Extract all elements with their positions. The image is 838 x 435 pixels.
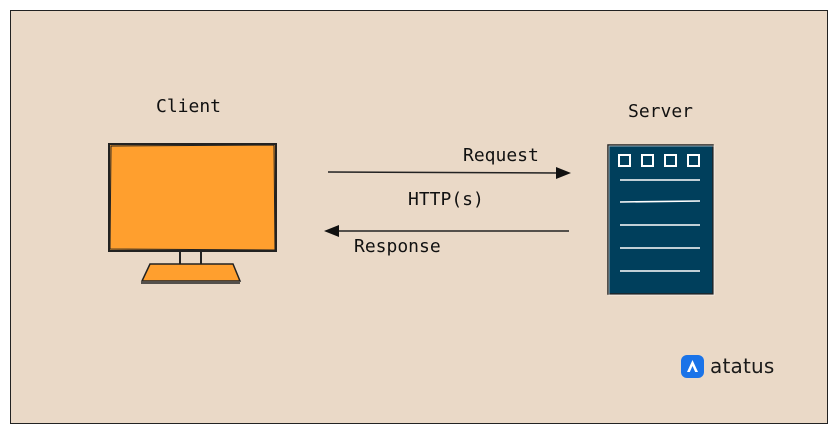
response-label: Response: [354, 236, 441, 257]
server-label: Server: [628, 101, 694, 122]
monitor-icon: [108, 143, 277, 284]
server-icon: [607, 144, 715, 296]
response-arrow: [324, 225, 569, 237]
brand-name: atatus: [710, 354, 775, 378]
brand-logo: atatus: [681, 354, 775, 378]
atatus-logo-icon: [681, 354, 704, 378]
client-label: Client: [156, 96, 222, 117]
request-arrow: [327, 167, 571, 179]
protocol-label: HTTP(s): [408, 189, 484, 210]
request-label: Request: [463, 145, 539, 166]
